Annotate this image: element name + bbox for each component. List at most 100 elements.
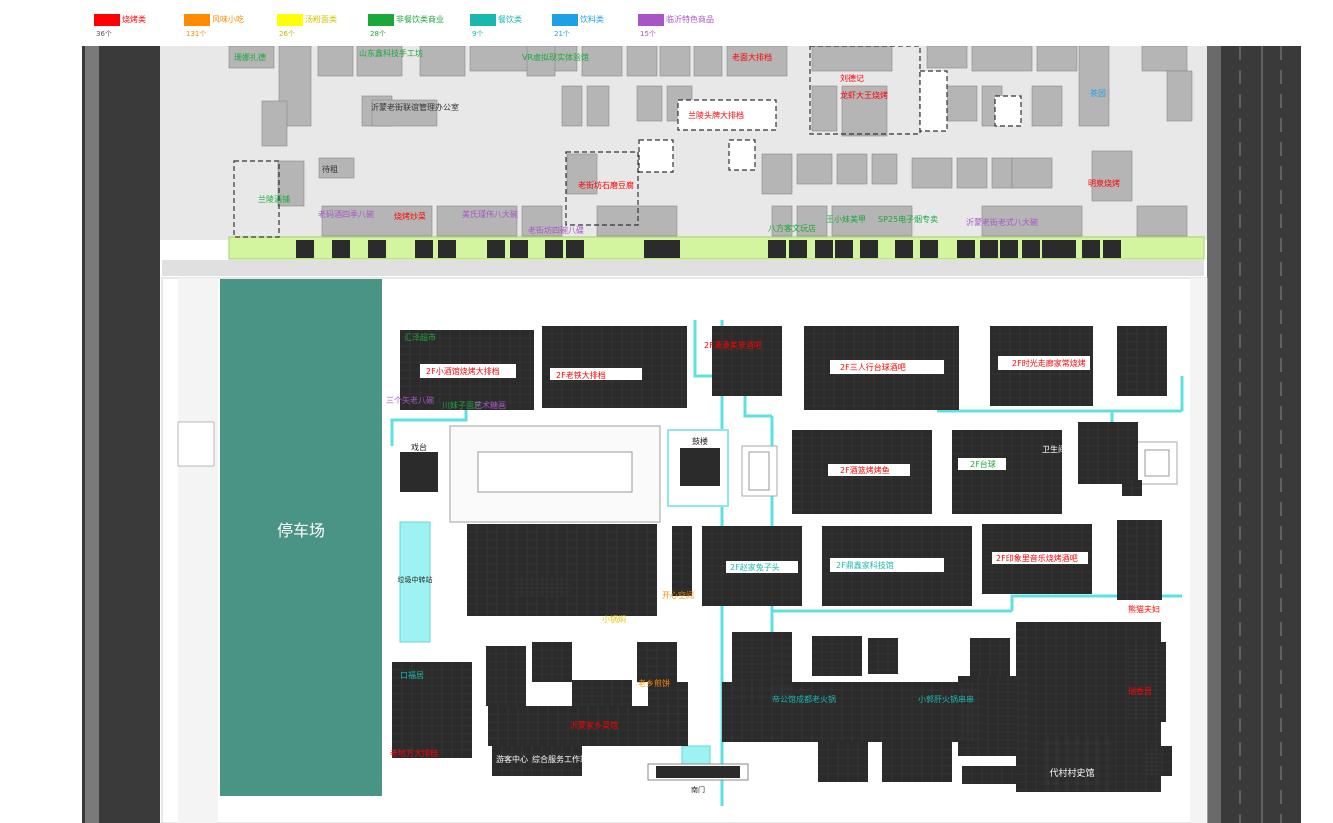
- service-station-label: 综合服务工作站: [532, 754, 588, 764]
- visitor-center-label: 游客中心: [496, 754, 528, 764]
- shop-label: 王小妹美甲: [826, 214, 866, 224]
- legend-count: 36个: [96, 30, 112, 38]
- stall: [815, 240, 833, 258]
- stage-building: [400, 452, 438, 492]
- stall: [860, 240, 878, 258]
- inner-lane: [162, 260, 1204, 276]
- legend-swatch: [552, 14, 578, 26]
- shop-label: 珊娜扎德: [234, 52, 266, 62]
- legend-label: 餐饮类: [498, 15, 522, 24]
- legend-swatch: [368, 14, 394, 26]
- legend-count: 21个: [554, 30, 570, 38]
- stall: [662, 240, 680, 258]
- shop-label: 美氏瑾伟八大碗: [462, 209, 518, 219]
- legend-label: 汤粉面类: [305, 15, 337, 24]
- legend-count: 28个: [370, 30, 386, 38]
- shop-label: 兰陵酒铺: [258, 194, 290, 204]
- shop-label: VR虚拟现实体验馆: [522, 52, 589, 62]
- shop-label: 老街坊石磨豆腐: [578, 180, 634, 190]
- green-belt-stalls: [296, 240, 1121, 258]
- stage-inner: [477, 451, 633, 493]
- shop-label: 开心空间: [662, 590, 694, 600]
- south-shop-labels: 汇泽超市 2F小酒馆烧烤大排档 2F老铁大排档 川妹子面庄 艺术糖画 三个矢老八…: [386, 332, 1160, 758]
- south-gate: [656, 766, 740, 778]
- shop-label: 三个矢老八碗: [386, 395, 434, 405]
- shop-label: 待租: [322, 164, 338, 174]
- stall: [980, 240, 998, 258]
- shop-label: 2F老铁大排档: [556, 370, 606, 380]
- shop-label: 沂蒙家乡菜馆: [570, 720, 618, 730]
- shop-label: 2F潇潇美景酒吧: [704, 340, 762, 350]
- shop-label: 小郭肝火锅串串: [918, 694, 974, 704]
- shop-label: 川妹子面庄: [442, 400, 482, 410]
- shop-label: 山东鑫科技手工坊: [359, 48, 423, 58]
- stall: [957, 240, 975, 258]
- stall: [415, 240, 433, 258]
- shop-label: 2F鼎鑫家科技馆: [836, 560, 894, 570]
- stall: [438, 240, 456, 258]
- gate-label: 南门: [691, 785, 705, 794]
- parking-lot: [220, 279, 382, 796]
- stall: [1022, 240, 1040, 258]
- stall: [644, 240, 662, 258]
- east-walkway: [1190, 278, 1207, 823]
- shop-label: 兰陵头牌大排档: [688, 110, 744, 120]
- legend-swatch: [94, 14, 120, 26]
- legend-count: 9个: [472, 30, 484, 38]
- shop-label: 烧烤炒菜: [394, 211, 426, 221]
- shop-label: 八方客文玩店: [768, 223, 816, 233]
- north-buildings: [228, 46, 1193, 237]
- west-walkway: [178, 278, 218, 823]
- parking-label: 停车场: [277, 521, 325, 540]
- legend-swatch: [638, 14, 664, 26]
- north-dashed-outlines: [233, 46, 1022, 238]
- shop-label: 小锅焖: [602, 614, 626, 624]
- stall: [487, 240, 505, 258]
- north-shop-labels: 珊娜扎德 山东鑫科技手工坊 VR虚拟现实体验馆 老面大排档 刘德记 龙虾大王烧烤…: [234, 48, 1120, 235]
- west-kiosk: [177, 421, 215, 467]
- shop-label: 2F小酒馆烧烤大排档: [426, 366, 500, 376]
- shop-label: 2F印象里音乐烧烤酒吧: [996, 553, 1078, 563]
- stall: [789, 240, 807, 258]
- shop-label: 2F三人行台球酒吧: [840, 362, 906, 372]
- legend-label: 烧烤类: [122, 15, 146, 24]
- legend-swatch: [470, 14, 496, 26]
- stall: [1000, 240, 1018, 258]
- shop-label: 2F时光走廊家常烧烤: [1012, 358, 1086, 368]
- legend-swatch: [277, 14, 303, 26]
- village-hall-label: 代村村史馆: [1049, 767, 1094, 779]
- stall: [368, 240, 386, 258]
- market-map: 停车场 戏台 鼓楼 南门 游客中心 代村村史馆 综合服务工作站 垃圾中转站 珊娜…: [82, 46, 1301, 823]
- stage-label: 戏台: [411, 442, 427, 452]
- legend-count: 26个: [279, 30, 295, 38]
- legend-label: 非餐饮类商业: [396, 15, 444, 24]
- south-pool: [681, 745, 711, 767]
- shop-label: 2F酒篮烤烤鱼: [840, 465, 890, 475]
- shop-label: 2F赵家兔子头: [730, 562, 780, 572]
- shop-label: 汇泽超市: [404, 332, 436, 342]
- shop-label: 茶园: [1090, 88, 1106, 98]
- stall: [1042, 240, 1060, 258]
- legend-label: 风味小吃: [212, 15, 244, 24]
- stall: [566, 240, 584, 258]
- east-road: [1207, 46, 1301, 823]
- shop-label: 明泉烧烤: [1088, 178, 1120, 188]
- stall: [895, 240, 913, 258]
- stall: [545, 240, 563, 258]
- shop-label: 卫生间: [1042, 444, 1066, 454]
- stall: [296, 240, 314, 258]
- shop-label: 熊猫夫妇: [1128, 604, 1160, 614]
- stall: [768, 240, 786, 258]
- stall: [1082, 240, 1100, 258]
- label-plates: [420, 356, 1090, 573]
- east-road-shoulder: [1207, 46, 1221, 823]
- legend-swatch: [184, 14, 210, 26]
- shop-label: 口福居: [400, 671, 424, 680]
- shop-label: 老面大排档: [732, 52, 772, 62]
- stall: [920, 240, 938, 258]
- garbage-transfer-station: [399, 521, 431, 643]
- shop-label: 2F台球: [970, 459, 996, 469]
- shop-label: 刘德记: [840, 73, 864, 83]
- drum-tower-label: 鼓楼: [692, 436, 708, 446]
- shop-label: 龙虾大王烧烤: [840, 90, 888, 100]
